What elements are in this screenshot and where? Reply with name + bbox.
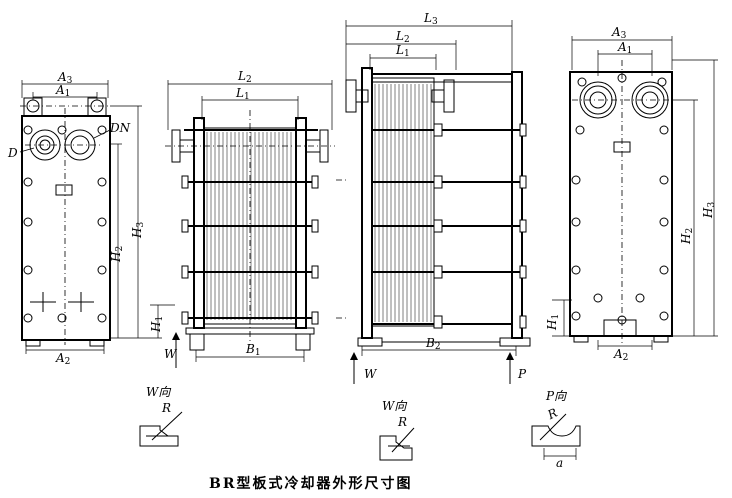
side-plate-pack xyxy=(374,84,432,322)
right-dim-a3-label: A3 xyxy=(611,25,627,41)
detail-w-view-2: W向 R xyxy=(379,399,415,461)
dim-d-label: D xyxy=(7,146,18,160)
side-view-w-label: W xyxy=(364,367,378,381)
detail-w1-title: W向 xyxy=(146,385,171,399)
dim-l1-label: L1 xyxy=(235,86,250,102)
right-dim-h2-label: H2 xyxy=(679,228,695,245)
right-end-view: A3 A1 A2 H1 H2 H3 xyxy=(545,25,718,363)
right-dim-a2-label: A2 xyxy=(613,347,628,363)
dim-side-l2-label: L2 xyxy=(395,29,410,45)
dim-l2-label: L2 xyxy=(237,69,252,85)
detail-p-view: P向 R a xyxy=(531,389,581,470)
right-dim-h3-label: H3 xyxy=(701,202,717,219)
view-w-label: W xyxy=(164,347,178,361)
detail-w-view-1: W向 R xyxy=(139,385,183,447)
left-end-view: A3 A1 A2 D DN H2 H3 H1 xyxy=(7,70,175,367)
side-view: L3 L2 L1 B2 W P xyxy=(336,11,531,384)
dim-h1-label: H1 xyxy=(149,316,165,333)
detail-w2-r-label: R xyxy=(397,415,407,429)
dim-a3-label: A3 xyxy=(57,70,73,86)
detail-p-title: P向 xyxy=(545,389,567,403)
dim-dn-label: DN xyxy=(109,121,131,135)
dim-l3-label: L3 xyxy=(423,11,438,27)
side-view-p-label: P xyxy=(517,367,527,381)
dim-a2-label: A2 xyxy=(55,351,70,367)
detail-p-a-label: a xyxy=(556,456,563,470)
front-view: L2 L1 B1 W xyxy=(164,69,335,368)
right-dim-h1-label: H1 xyxy=(545,314,561,331)
right-dim-a1-label: A1 xyxy=(617,40,632,56)
dim-h3-label: H3 xyxy=(130,222,146,239)
dim-b1-label: B1 xyxy=(245,342,261,358)
detail-w2-title: W向 xyxy=(382,399,407,413)
drawing-caption: BR型板式冷却器外形尺寸图 xyxy=(209,475,412,492)
dim-b2-label: B2 xyxy=(425,336,441,352)
dim-side-l1-label: L1 xyxy=(395,43,410,59)
dim-a1-label: A1 xyxy=(55,83,70,99)
detail-w1-r-label: R xyxy=(161,401,171,415)
detail-p-r-label: R xyxy=(545,406,560,423)
dim-h2-label: H2 xyxy=(109,246,125,263)
